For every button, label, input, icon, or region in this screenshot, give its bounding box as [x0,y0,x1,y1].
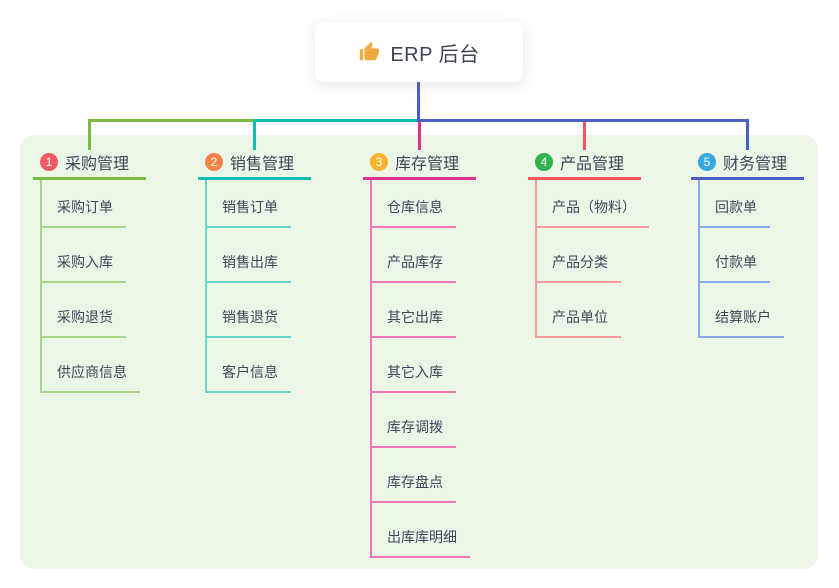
child-node-label: 销售订单 [205,197,291,228]
branch-node-label: 销售管理 [230,155,295,173]
branch-bus-connector [418,119,749,122]
root-connector [417,82,420,122]
branch-spine-connector [370,180,372,558]
branch-node-label: 产品管理 [560,155,625,173]
child-node-label: 其它入库 [370,362,456,393]
child-node[interactable]: 产品单位 [535,283,649,338]
child-node[interactable]: 库存调拨 [370,393,470,448]
branch-number-badge: 3 [370,152,388,171]
child-node[interactable]: 产品分类 [535,228,649,283]
branch-drop-connector [253,122,256,150]
child-node[interactable]: 仓库信息 [370,173,470,228]
child-node[interactable]: 销售订单 [205,173,291,228]
branch-bus-connector [253,119,418,122]
branch-node-4[interactable]: 4 产品管理 [528,146,641,180]
child-node-label: 仓库信息 [370,197,456,228]
branch-drop-connector [88,122,91,150]
child-node[interactable]: 库存盘点 [370,448,470,503]
branch-spine-connector [205,180,207,393]
child-node-label: 产品单位 [535,307,621,338]
child-node[interactable]: 销售退货 [205,283,291,338]
branch-drop-connector [583,122,586,150]
child-node-label: 采购订单 [40,197,126,228]
branch-children-list: 仓库信息产品库存其它出库其它入库库存调拨库存盘点出库库明细 [370,173,470,558]
child-node-label: 销售出库 [205,252,291,283]
branch-bus-connector [88,119,253,122]
child-node[interactable]: 销售出库 [205,228,291,283]
branch-number-badge: 5 [698,152,716,171]
child-node-label: 出库库明细 [370,527,470,558]
child-node[interactable]: 出库库明细 [370,503,470,558]
branch-children-list: 销售订单销售出库销售退货客户信息 [205,173,291,393]
root-node-erp[interactable]: ERP 后台 [315,22,523,82]
child-node-label: 库存调拨 [370,417,456,448]
child-node-label: 客户信息 [205,362,291,393]
child-node[interactable]: 付款单 [698,228,784,283]
child-node[interactable]: 采购入库 [40,228,140,283]
child-node[interactable]: 客户信息 [205,338,291,393]
branch-children-list: 回款单付款单结算账户 [698,173,784,338]
root-node-title: ERP 后台 [390,43,480,66]
child-node-label: 产品分类 [535,252,621,283]
child-node-label: 采购入库 [40,252,126,283]
branch-children-list: 采购订单采购入库采购退货供应商信息 [40,173,140,393]
branch-number-badge: 2 [205,152,223,171]
child-node-label: 其它出库 [370,307,456,338]
thumbs-up-icon [358,41,380,63]
branch-spine-connector [40,180,42,393]
child-node[interactable]: 产品库存 [370,228,470,283]
child-node-label: 产品（物料） [535,197,649,228]
child-node-label: 供应商信息 [40,362,140,393]
child-node-label: 产品库存 [370,252,456,283]
branch-node-label: 采购管理 [65,155,130,173]
branch-node-5[interactable]: 5 财务管理 [691,146,804,180]
child-node[interactable]: 其它入库 [370,338,470,393]
branch-number-badge: 1 [40,152,58,171]
child-node[interactable]: 结算账户 [698,283,784,338]
branch-drop-connector [418,122,421,150]
child-node-label: 结算账户 [698,307,784,338]
branch-node-1[interactable]: 1 采购管理 [33,146,146,180]
child-node[interactable]: 供应商信息 [40,338,140,393]
branch-spine-connector [535,180,537,338]
branch-node-label: 财务管理 [723,155,788,173]
child-node[interactable]: 采购退货 [40,283,140,338]
branch-node-2[interactable]: 2 销售管理 [198,146,311,180]
branch-spine-connector [698,180,700,338]
child-node-label: 采购退货 [40,307,126,338]
branches-panel-background [20,135,818,569]
child-node-label: 回款单 [698,197,770,228]
child-node[interactable]: 回款单 [698,173,784,228]
child-node[interactable]: 产品（物料） [535,173,649,228]
branch-node-label: 库存管理 [395,155,460,173]
child-node-label: 销售退货 [205,307,291,338]
branch-number-badge: 4 [535,152,553,171]
branch-children-list: 产品（物料） 产品分类产品单位 [535,173,649,338]
child-node[interactable]: 采购订单 [40,173,140,228]
branch-node-3[interactable]: 3 库存管理 [363,146,476,180]
child-node[interactable]: 其它出库 [370,283,470,338]
branch-drop-connector [746,122,749,150]
child-node-label: 付款单 [698,252,770,283]
child-node-label: 库存盘点 [370,472,456,503]
